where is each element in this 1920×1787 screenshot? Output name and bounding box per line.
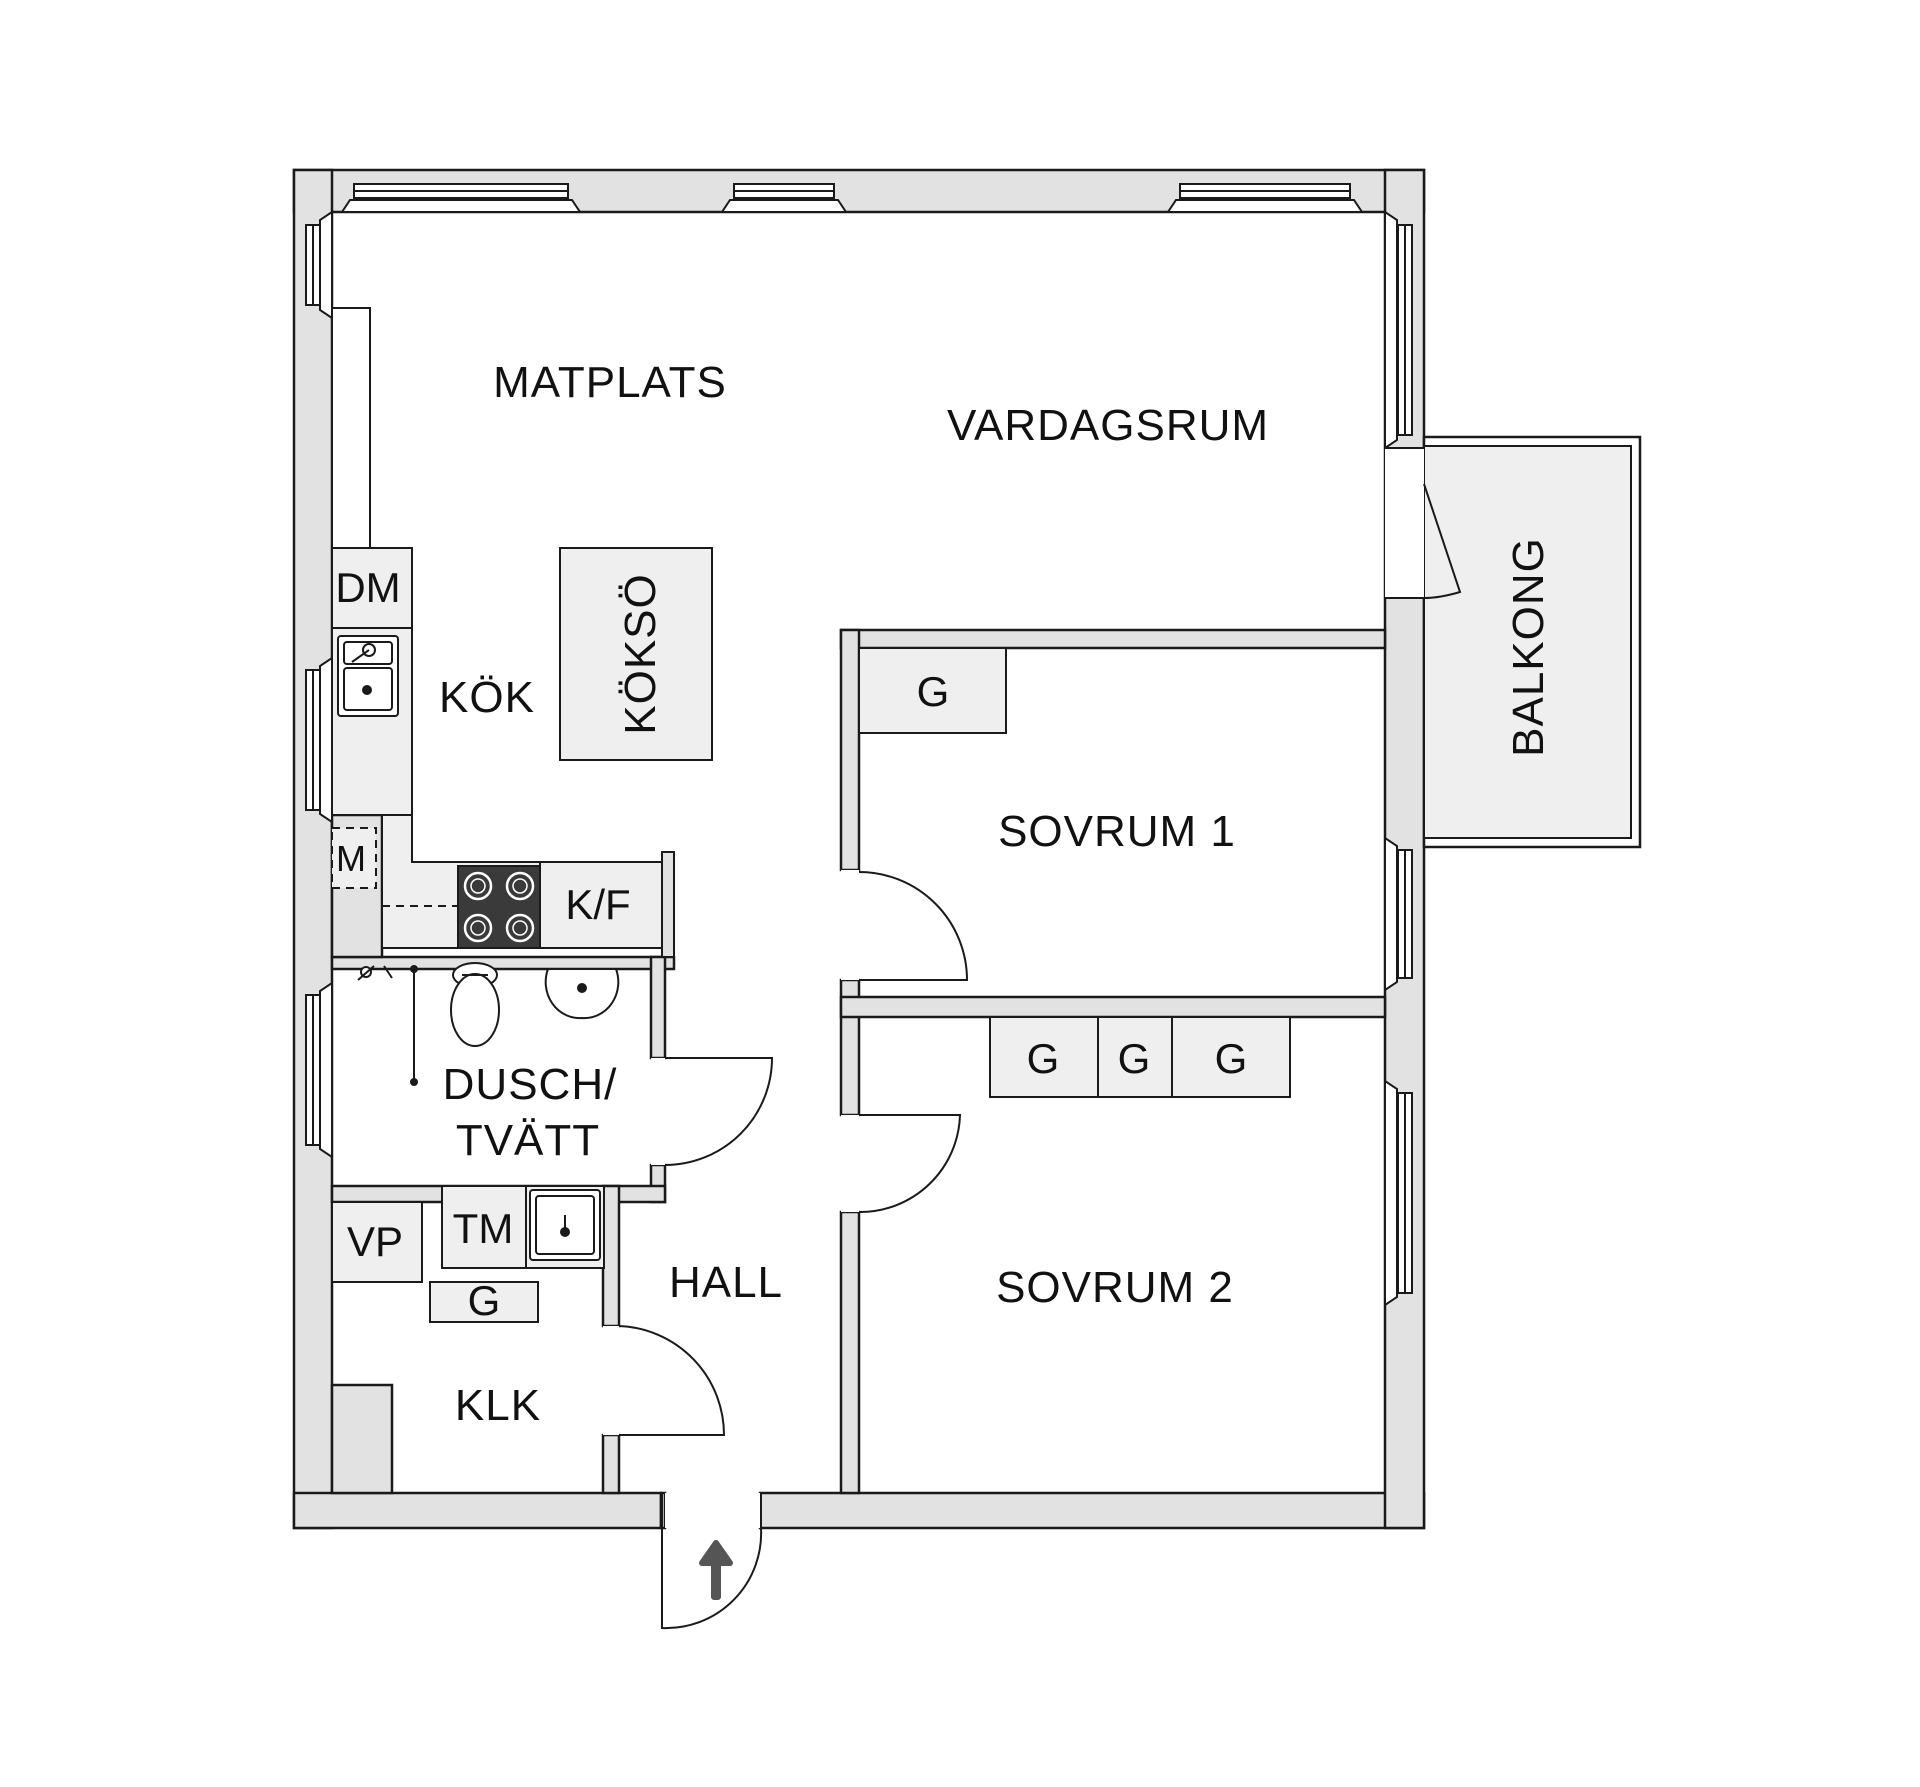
wall-left bbox=[292, 168, 334, 1530]
tm-box bbox=[441, 1185, 527, 1269]
label-koksoe: KÖKSÖ bbox=[616, 573, 665, 735]
wall-kitchen-bath bbox=[330, 955, 676, 971]
laundry bbox=[441, 1185, 605, 1269]
window-left-3 bbox=[305, 981, 333, 1159]
label-vp: VP bbox=[347, 1218, 403, 1265]
balcony-floor bbox=[1423, 445, 1632, 839]
window-right-2 bbox=[1384, 836, 1413, 992]
vp-box bbox=[331, 1201, 423, 1283]
door-entry bbox=[661, 1493, 763, 1630]
wall-klk-right-b bbox=[601, 1433, 621, 1495]
label-g-klk: G bbox=[468, 1277, 501, 1324]
window-right-3 bbox=[1384, 1079, 1413, 1307]
counter-upper bbox=[331, 307, 371, 549]
wardrobes bbox=[858, 647, 1291, 1098]
window-top-2 bbox=[720, 183, 848, 213]
door-sovrum1 bbox=[858, 871, 969, 981]
label-tm: TM bbox=[453, 1205, 514, 1252]
balcony bbox=[1385, 435, 1642, 849]
wall-sovrum-divider bbox=[839, 995, 1387, 1019]
label-g-sovrum2-c: G bbox=[1215, 1035, 1248, 1082]
label-balkong: BALKONG bbox=[1504, 537, 1553, 757]
window-top-3 bbox=[1166, 183, 1364, 213]
label-m: M bbox=[336, 838, 366, 879]
window-right-1 bbox=[1384, 210, 1413, 450]
toilet bbox=[450, 962, 500, 1047]
wall-sovrum-left-c bbox=[839, 1210, 861, 1495]
bathroom-fixtures bbox=[357, 962, 620, 1086]
label-g-sovrum2-b: G bbox=[1118, 1035, 1151, 1082]
kitchen-sink bbox=[337, 635, 399, 717]
label-sovrum1: SOVRUM 1 bbox=[998, 807, 1236, 856]
label-vardagsrum: VARDAGSRUM bbox=[947, 401, 1269, 450]
label-kf: K/F bbox=[565, 881, 630, 928]
wardrobe-sovrum2-c bbox=[1171, 1016, 1291, 1098]
wall-sovrum-left-a bbox=[839, 628, 861, 872]
m-box bbox=[331, 827, 377, 889]
label-g-sovrum1: G bbox=[917, 668, 950, 715]
entry-arrow bbox=[699, 1540, 733, 1600]
doors bbox=[603, 870, 969, 1630]
wall-klk-right-a bbox=[601, 1184, 621, 1328]
window-left-1 bbox=[305, 210, 333, 320]
wardrobe-sovrum2-a bbox=[989, 1016, 1099, 1098]
wardrobe-sovrum1 bbox=[858, 647, 1007, 734]
windows bbox=[305, 183, 1413, 1307]
wall-bottom-left bbox=[292, 1491, 663, 1530]
label-dm: DM bbox=[335, 564, 400, 611]
window-top-1 bbox=[340, 183, 582, 213]
shower-rail bbox=[357, 965, 418, 1086]
balcony-door-opening bbox=[1385, 448, 1424, 598]
wall-bottom-right bbox=[758, 1491, 1426, 1530]
wall-bath-right-a bbox=[649, 955, 667, 1060]
kitchen-island bbox=[559, 547, 713, 761]
labels: MATPLATS VARDAGSRUM KÖK KÖKSÖ BALKONG SO… bbox=[335, 358, 1553, 1430]
label-matplats: MATPLATS bbox=[493, 358, 727, 407]
door-sovrum2 bbox=[858, 1114, 962, 1214]
washbasin bbox=[544, 968, 620, 1020]
window-left-2 bbox=[305, 656, 333, 824]
label-hall: HALL bbox=[669, 1258, 783, 1307]
wardrobe-sovrum2-b bbox=[1097, 1016, 1173, 1098]
walls bbox=[292, 168, 1426, 1530]
kitchen bbox=[331, 307, 713, 958]
door-klk bbox=[618, 1325, 726, 1436]
stove bbox=[457, 865, 541, 949]
label-dusch-1: DUSCH/ bbox=[443, 1060, 618, 1109]
g-klk-box bbox=[429, 1281, 539, 1323]
balcony-door-swing bbox=[1423, 483, 1462, 599]
klk-fixtures bbox=[331, 1201, 539, 1323]
label-sovrum2: SOVRUM 2 bbox=[996, 1263, 1234, 1312]
label-dusch-2: TVÄTT bbox=[456, 1116, 600, 1165]
wall-klk-notch bbox=[330, 1383, 394, 1495]
dm-box bbox=[331, 547, 413, 629]
label-g-sovrum2-a: G bbox=[1027, 1035, 1060, 1082]
wall-sovrum1-top bbox=[839, 628, 1387, 650]
label-klk: KLK bbox=[455, 1381, 541, 1430]
door-dusch bbox=[664, 1057, 774, 1166]
label-kok: KÖK bbox=[439, 673, 535, 722]
